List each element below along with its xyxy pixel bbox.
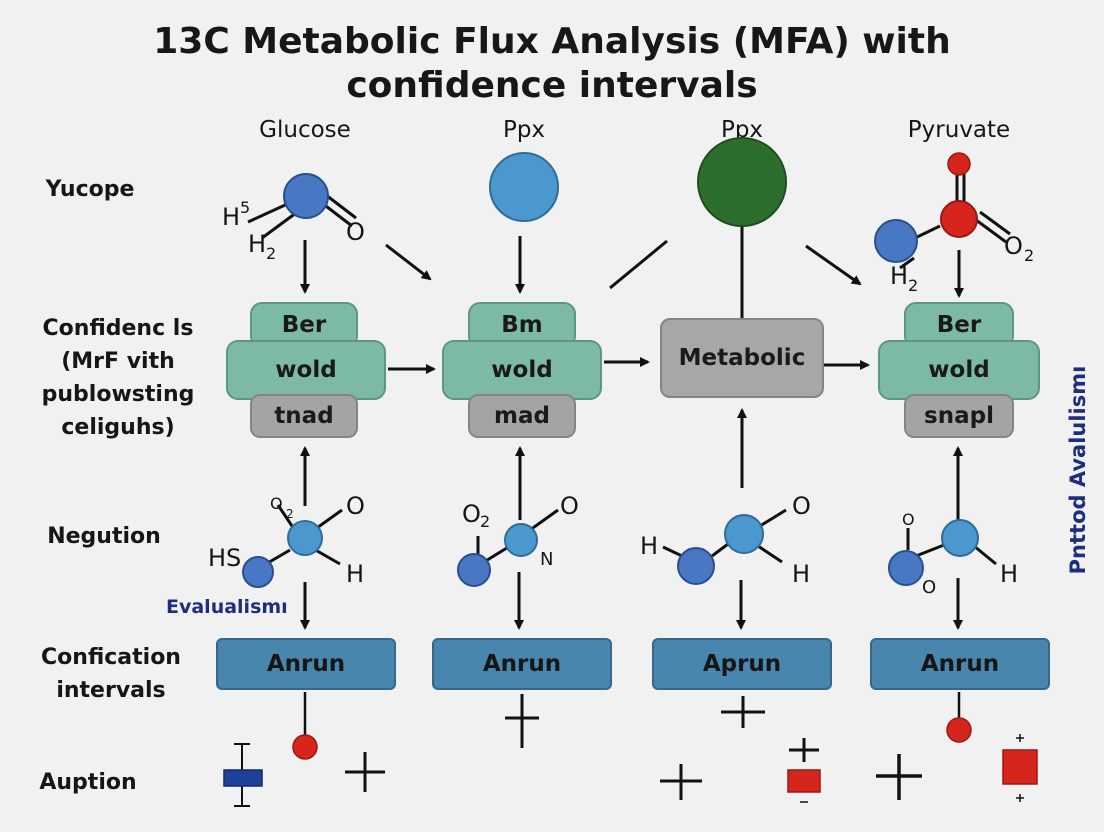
atom-blue-neg4 (888, 550, 924, 586)
atom-label: O (922, 577, 937, 598)
atom-light-neg2 (504, 523, 538, 557)
atom-light-neg3 (724, 514, 764, 554)
atom-label: 2 (908, 276, 919, 295)
atom-label: 2 (286, 507, 294, 521)
bond-line (529, 508, 559, 532)
atom-label: O (902, 510, 915, 529)
pin-circle-red (946, 717, 972, 743)
atom-label: 2 (266, 244, 277, 263)
bond-line (711, 542, 729, 558)
diagonal-line (609, 239, 668, 290)
atom-label: O (792, 492, 811, 520)
atom-red-pyruvate (940, 200, 978, 238)
blue-box-2: Anrun (432, 638, 612, 690)
atom-blue-neg1 (242, 556, 274, 588)
atom-label: H (890, 262, 909, 290)
atom-label: N (540, 549, 554, 570)
atom-label: H (1000, 560, 1019, 588)
diagram-title-line1: 13C Metabolic Flux Analysis (MFA) with (153, 21, 951, 62)
bond-line (915, 543, 945, 558)
bond-line (759, 508, 787, 528)
atom-red-small (947, 152, 971, 176)
stack1-bottom-box: tnad (250, 394, 358, 438)
bond-line (757, 544, 783, 564)
atom-label: H (222, 203, 241, 231)
interval-box-red (787, 769, 821, 793)
atom-label: O (346, 218, 365, 246)
bond-line (979, 210, 1011, 236)
row-label-yucope: Yucope (45, 177, 135, 202)
stack4-bottom-box: snapl (904, 394, 1014, 438)
atom-label: O (346, 492, 365, 520)
atom-light-neg4 (941, 519, 979, 557)
interval-box-red (1002, 749, 1038, 785)
atom-label: H (640, 532, 659, 560)
bond-line (975, 218, 1007, 244)
atom-blue-neg2 (457, 553, 491, 587)
evaluation-label: Evalualismı (166, 596, 288, 618)
vertical-side-label: Pnttod Avalulismı (1066, 365, 1090, 575)
row-label-confication-intervals: Confication intervals (41, 645, 181, 703)
row-label-confidence: Confidenc ls (MrF vith publowsting celig… (41, 316, 195, 440)
column-header-ppx-1: Ppx (502, 117, 546, 143)
diagonal-arrow-2 (805, 244, 862, 286)
atom-blue-glucose (283, 173, 329, 219)
bond-line (662, 545, 683, 558)
stack1-mid-box: wold (226, 340, 386, 400)
metabolic-box: Metabolic (660, 318, 824, 398)
atom-label: 2 (480, 512, 491, 531)
atom-light-ppx (489, 152, 559, 222)
atom-label: O (462, 500, 481, 528)
atom-blue-neg3 (677, 547, 715, 585)
stack2-mid-box: wold (442, 340, 602, 400)
atom-label: O (1004, 232, 1023, 260)
stack2-bottom-box: mad (468, 394, 576, 438)
bond-line (973, 544, 997, 566)
atom-light-neg1 (287, 520, 323, 556)
atom-label: HS (208, 544, 242, 572)
atom-label: H (792, 560, 811, 588)
interval-box-blue (223, 769, 263, 787)
row-label-auption: Auption (39, 770, 137, 795)
atom-label: 5 (240, 198, 251, 217)
blue-box-4: Anrun (870, 638, 1050, 690)
diagonal-arrow-1 (385, 243, 432, 281)
blue-box-3: Aprun (652, 638, 832, 690)
atom-label: O (270, 494, 283, 513)
bond-line (914, 224, 941, 240)
atom-green-ppx (697, 137, 787, 227)
bond-line (899, 256, 915, 270)
atom-label: 2 (1024, 246, 1035, 265)
row-label-negution: Negution (47, 524, 161, 549)
stack4-mid-box: wold (878, 340, 1040, 400)
diagram-title-line2: confidence intervals (346, 65, 758, 106)
pin-circle-red (292, 734, 318, 760)
atom-label: H (248, 230, 267, 258)
atom-label: H (346, 560, 365, 588)
atom-blue-pyruvate (874, 219, 918, 263)
column-header-pyruvate: Pyruvate (907, 117, 1011, 143)
column-header-glucose: Glucose (259, 117, 351, 143)
bond-line (483, 544, 511, 564)
atom-label: O (560, 492, 579, 520)
blue-box-1: Anrun (216, 638, 396, 690)
